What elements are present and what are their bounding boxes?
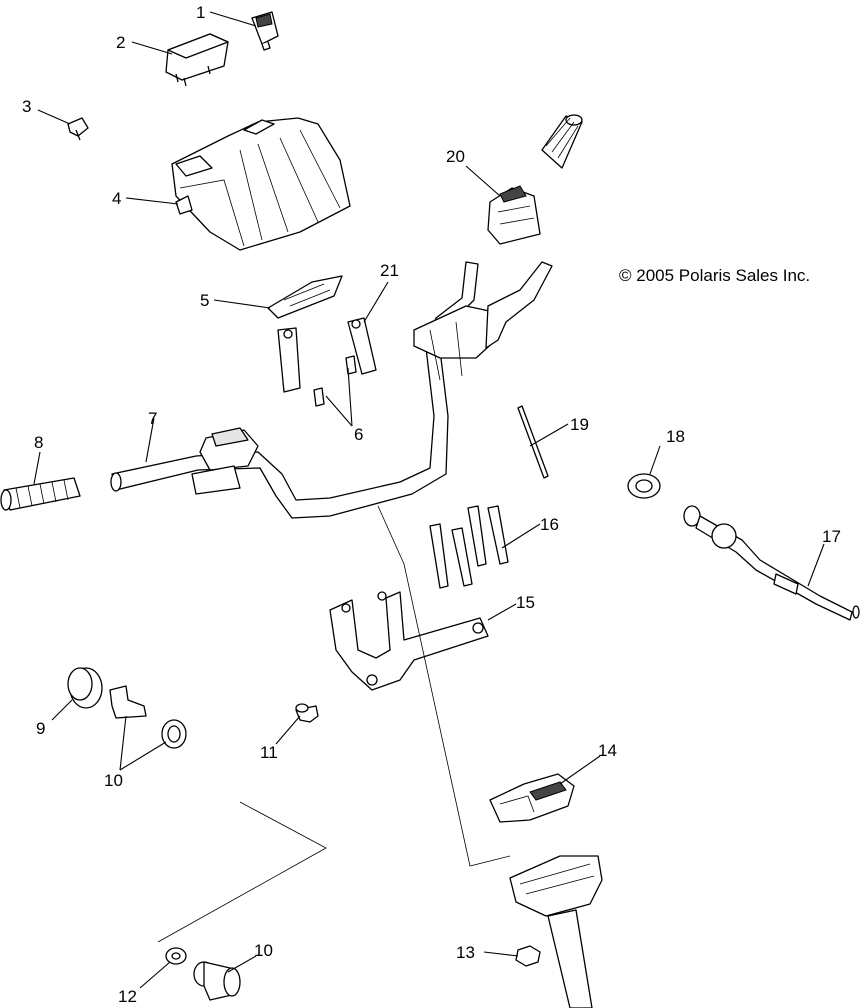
callout-2: 2 [116,33,125,52]
part-10-end-cap [193,961,241,1001]
part-8-left-grip [0,477,81,511]
copyright-text: © 2005 Polaris Sales Inc. [619,266,810,285]
part-17-throttle-cable [683,505,860,621]
part-21-post [347,317,377,375]
callout-9: 9 [36,719,45,738]
callout-10-lower: 10 [254,941,273,960]
callout-numbers: 1 2 3 4 5 6 21 7 8 20 19 18 17 16 15 14 … [22,3,841,1006]
callout-18: 18 [666,427,685,446]
callout-15: 15 [516,593,535,612]
part-14-clamp [489,773,575,823]
part-19-rod [517,405,549,479]
steering-post [509,855,603,1008]
callout-17: 17 [822,527,841,546]
callout-6: 6 [354,425,363,444]
callout-12: 12 [118,987,137,1006]
part-18-grommet [627,473,661,499]
part-13-nut [515,945,541,967]
callout-7: 7 [148,409,157,428]
leader-lines [33,11,825,989]
callout-4: 4 [112,189,121,208]
part-20-throttle-housing [487,185,541,245]
part-2-switch-housing [165,33,229,87]
callout-13: 13 [456,943,475,962]
callout-21: 21 [380,261,399,280]
part-12-washer [165,947,187,965]
part-15-bracket [329,591,489,691]
part-7-handlebar [110,261,553,519]
part-16-bolts [429,505,509,589]
callout-10-upper: 10 [104,771,123,790]
part-6-posts [277,327,357,407]
assembly-lines [157,505,511,943]
callout-5: 5 [200,291,209,310]
part-4-handlebar-pod [171,117,351,251]
callout-16: 16 [540,515,559,534]
part-3-clip [67,117,89,141]
right-grip-top [541,114,583,169]
callout-19: 19 [570,415,589,434]
part-1-switch [251,11,279,51]
callout-1: 1 [196,3,205,22]
part-9-cap [67,667,103,709]
callout-14: 14 [598,741,617,760]
part-10-clip-washer [109,685,187,749]
callout-20: 20 [446,147,465,166]
callout-3: 3 [22,97,31,116]
callout-8: 8 [34,433,43,452]
part-5-block [267,275,343,319]
callout-11: 11 [260,743,278,762]
part-11-pin [295,703,319,723]
